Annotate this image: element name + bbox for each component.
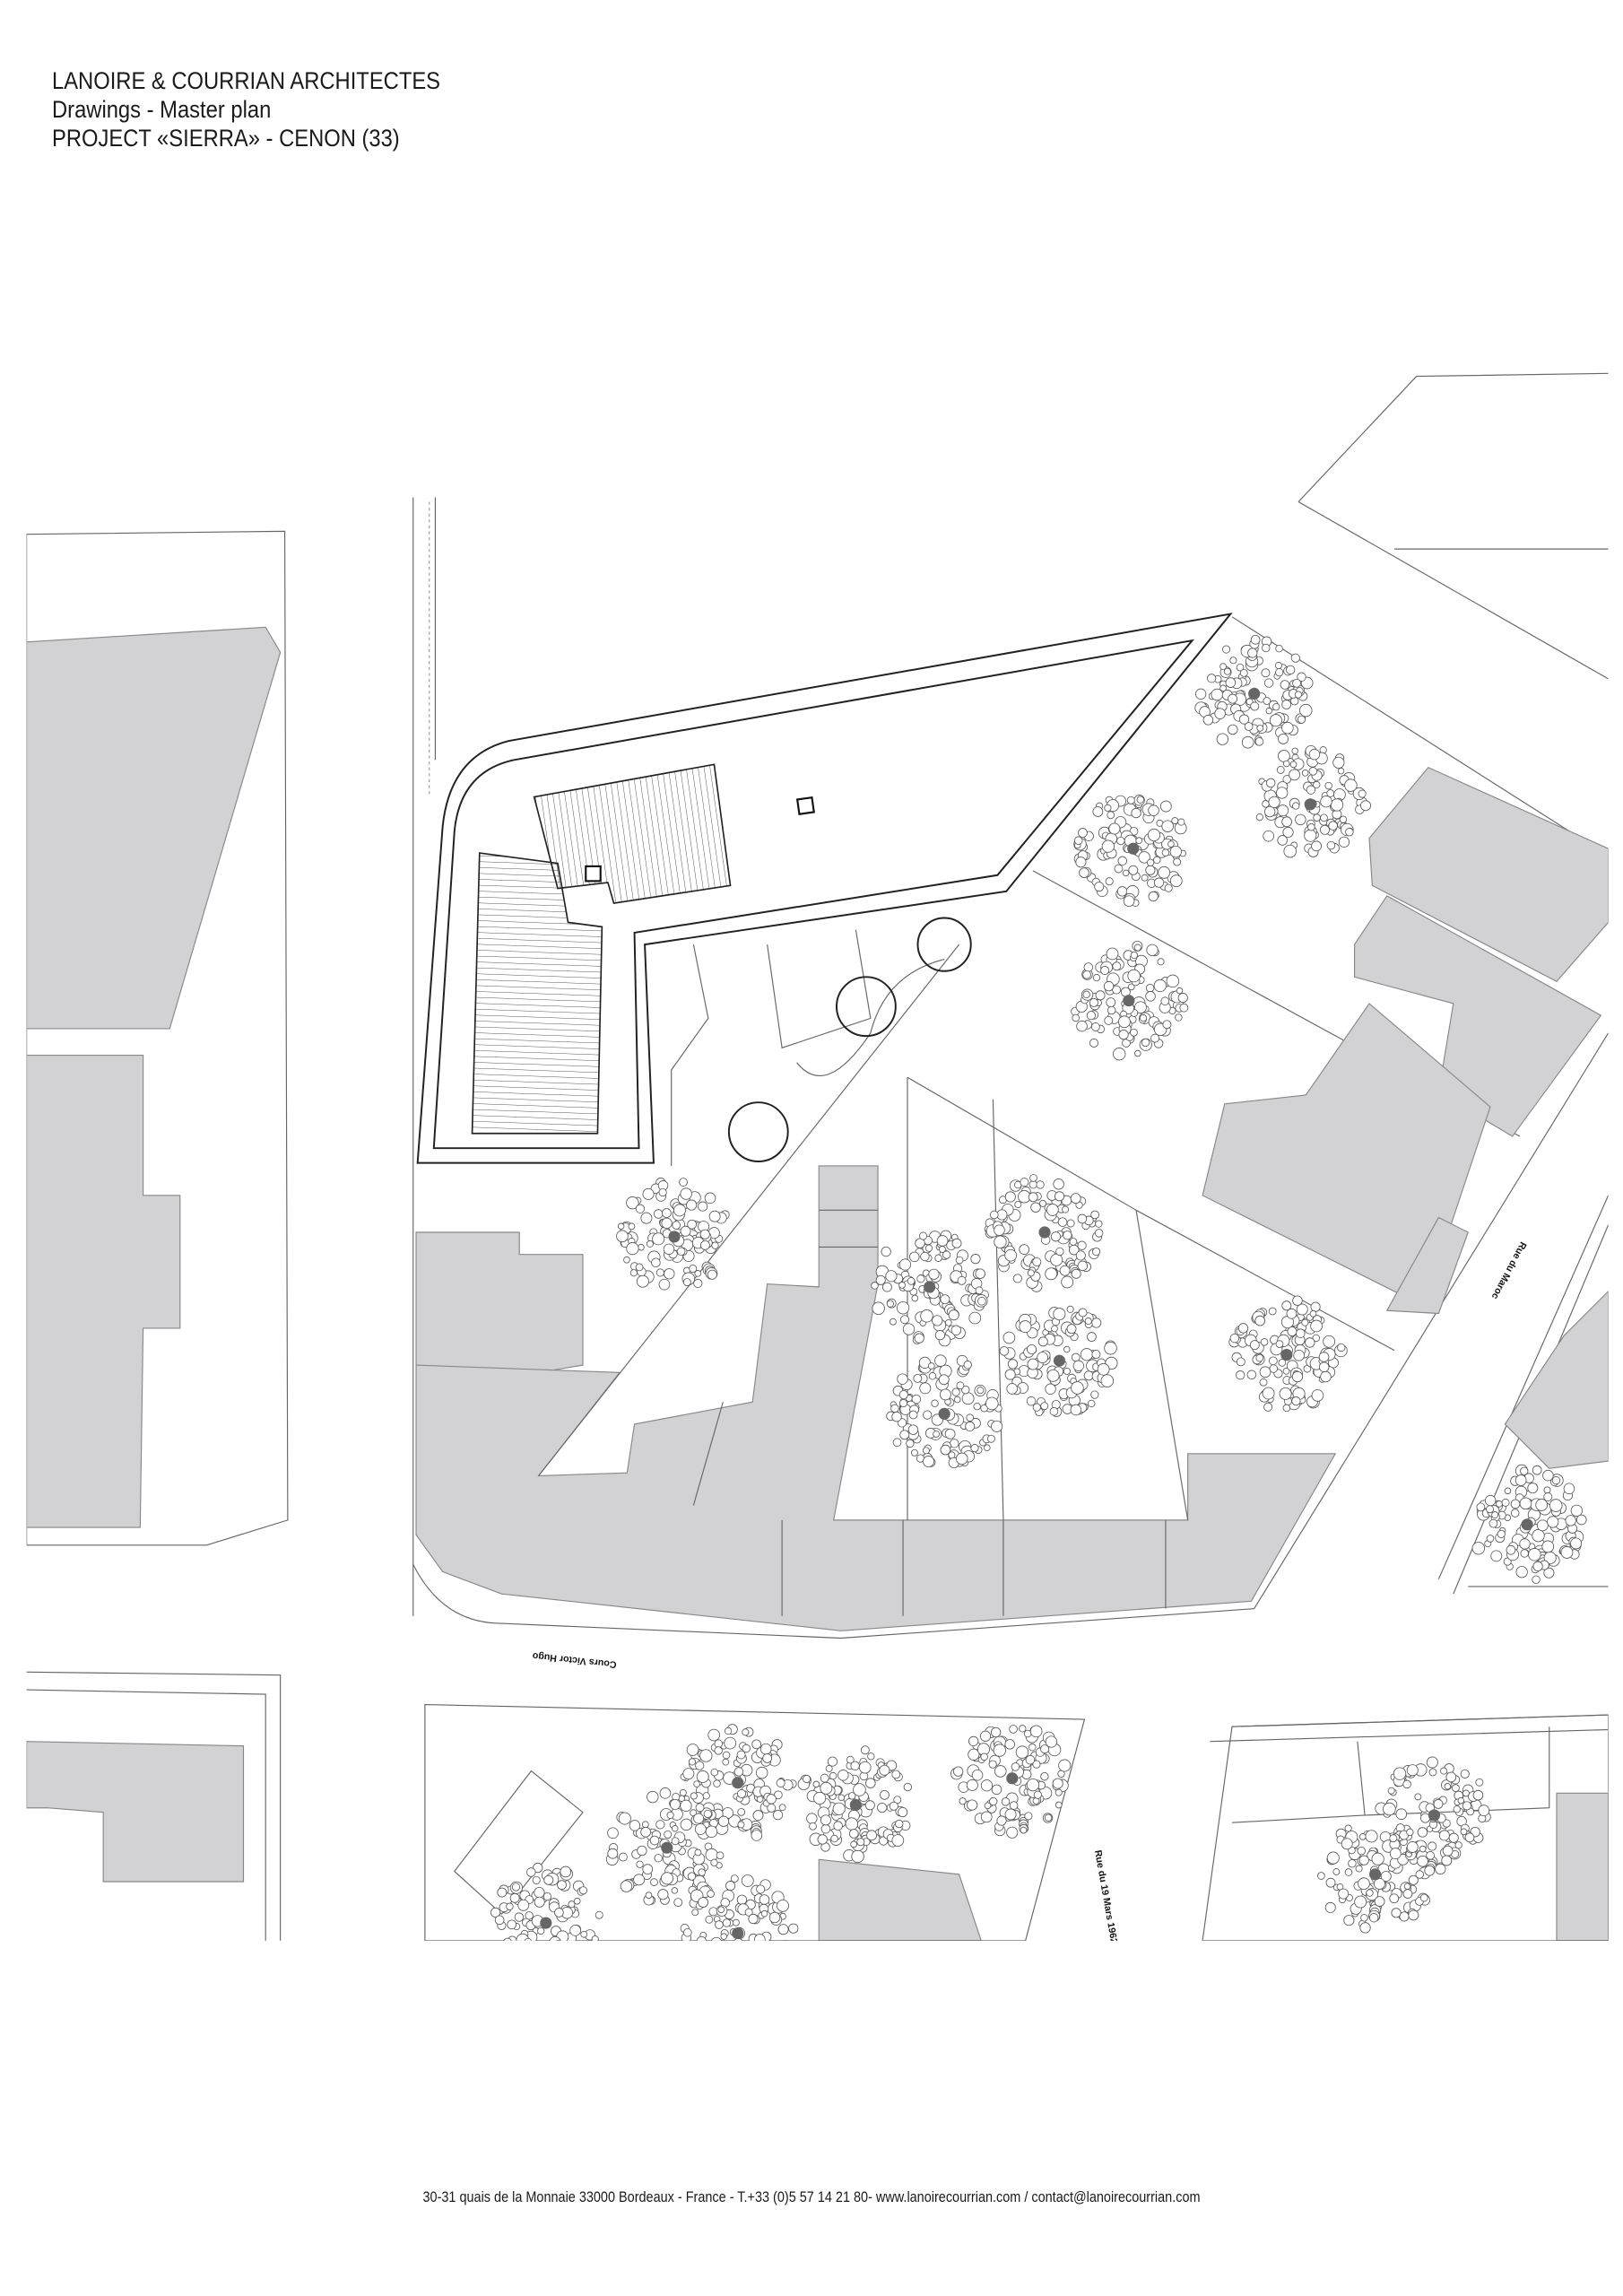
tree-trunk bbox=[924, 1281, 936, 1293]
title-block: LANOIRE & COURRIAN ARCHITECTES Drawings … bbox=[52, 66, 493, 152]
tree-trunk bbox=[1369, 1868, 1382, 1881]
trees bbox=[490, 634, 1587, 1941]
tree bbox=[886, 1354, 1003, 1469]
tree bbox=[1071, 940, 1189, 1061]
tree bbox=[950, 1725, 1072, 1839]
tree-trunk bbox=[1304, 798, 1316, 811]
tree-trunk bbox=[1428, 1809, 1441, 1822]
tree bbox=[1228, 1295, 1348, 1413]
tree-trunk bbox=[1038, 1226, 1051, 1239]
tree-trunk bbox=[1123, 995, 1135, 1007]
tree-trunk bbox=[661, 1841, 673, 1854]
street-label-rue-19-mars: Rue du 19 Mars 1962 bbox=[1092, 1849, 1119, 1944]
tree-trunk bbox=[1053, 1354, 1066, 1367]
tree-trunk bbox=[1248, 687, 1261, 700]
tree-trunk bbox=[1521, 1518, 1533, 1531]
tree-trunk bbox=[540, 1917, 552, 1929]
street-label-cours-victor-hugo: Cours Victor Hugo bbox=[532, 1650, 617, 1670]
tree-trunk bbox=[849, 1798, 862, 1812]
tree bbox=[1255, 744, 1371, 858]
contact-line: 30-31 quais de la Monnaie 33000 Bordeaux… bbox=[422, 2188, 1201, 2205]
tree bbox=[1073, 795, 1187, 908]
tree bbox=[871, 1230, 989, 1347]
tree bbox=[1375, 1756, 1491, 1876]
drawing-type: Drawings - Master plan bbox=[52, 96, 272, 123]
tree bbox=[999, 1305, 1118, 1417]
tree-trunk bbox=[668, 1231, 681, 1243]
tree bbox=[1471, 1464, 1587, 1585]
project-name: PROJECT «SIERRA» - CENON (33) bbox=[52, 125, 400, 152]
tree bbox=[490, 1862, 603, 1941]
tree bbox=[680, 1874, 799, 1941]
tree-trunk bbox=[1280, 1348, 1293, 1361]
tree bbox=[1317, 1823, 1434, 1934]
street-label-rue-maroc: Rue du Maroc bbox=[1489, 1239, 1529, 1300]
tree-trunk bbox=[1006, 1772, 1019, 1785]
tree bbox=[1194, 634, 1314, 749]
tree-trunk bbox=[732, 1777, 744, 1789]
tree-trunk bbox=[938, 1407, 950, 1420]
tree-trunk bbox=[732, 1927, 744, 1940]
tree bbox=[616, 1178, 730, 1291]
tree-trunk bbox=[1127, 842, 1140, 855]
tree bbox=[797, 1745, 912, 1864]
tree bbox=[984, 1174, 1104, 1292]
firm-name: LANOIRE & COURRIAN ARCHITECTES bbox=[52, 67, 441, 94]
left-block bbox=[26, 530, 289, 1546]
existing-buildings bbox=[26, 766, 1609, 1941]
footer: 30-31 quais de la Monnaie 33000 Bordeaux… bbox=[0, 2188, 1623, 2206]
project-site bbox=[416, 613, 1233, 1166]
tree bbox=[605, 1787, 725, 1908]
